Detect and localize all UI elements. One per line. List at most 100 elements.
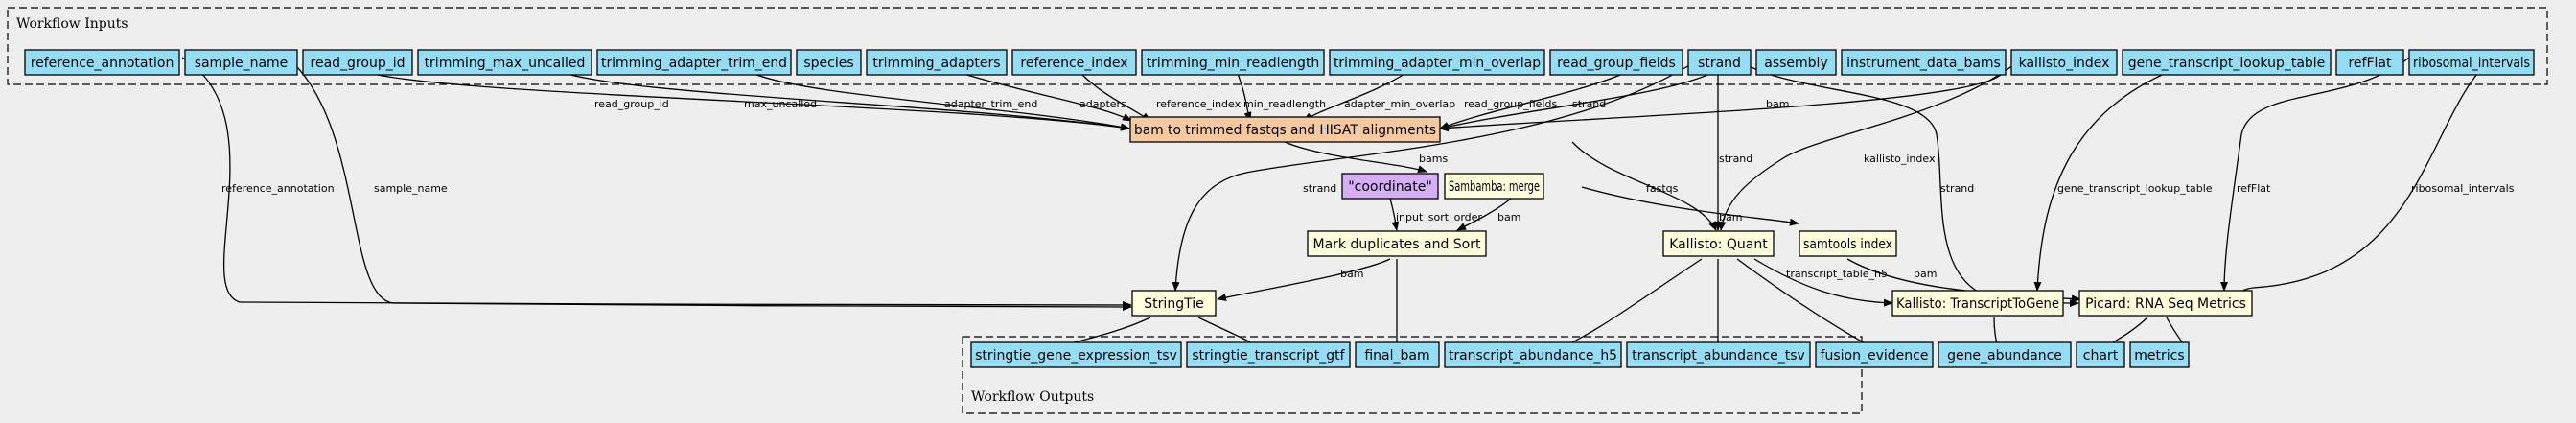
node-label: trimming_adapter_trim_end	[601, 56, 787, 71]
node-box	[1129, 116, 1441, 143]
edge-label-min-readlength: min_readlength	[1243, 98, 1326, 110]
node-label: metrics	[2134, 348, 2184, 364]
edge-label-layer: read_group_id max_uncalled adapter_trim_…	[221, 98, 2515, 280]
node-stringtie-transcript-gtf[interactable]: stringtie_transcript_gtf	[1186, 341, 1351, 368]
edge-bam-trim	[1439, 70, 2005, 132]
edge-strand-trim	[1439, 70, 1717, 130]
workflow-outputs-title: Workflow Outputs	[971, 389, 1094, 405]
node-box	[970, 341, 1182, 368]
node-trimming-adapter-trim-end[interactable]: trimming_adapter_trim_end	[596, 49, 792, 76]
node-label: stringtie_gene_expression_tsv	[975, 348, 1177, 364]
node-label: refFlat	[2348, 56, 2392, 71]
node-box	[2122, 49, 2332, 76]
node-reference-index[interactable]: reference_index	[1011, 49, 1137, 76]
node-label: trimming_adapter_min_overlap	[1334, 56, 1541, 71]
node-transcript-abundance-h5[interactable]: transcript_abundance_h5	[1444, 341, 1622, 368]
node-picard[interactable]: Picard: RNA Seq Metrics	[2078, 290, 2253, 317]
node-samtools-index[interactable]: samtools index	[1799, 230, 1897, 257]
edge-bams	[1284, 141, 1427, 174]
node-box	[1891, 290, 2064, 317]
edge-sample-name	[287, 57, 1132, 311]
node-label: Kallisto: TranscriptToGene	[1896, 296, 2059, 312]
node-box	[1141, 49, 1325, 76]
edge-label-read-group-id: read_group_id	[594, 98, 669, 110]
edge-label-bam-merge: bam	[1497, 211, 1520, 223]
node-transcript-abundance-tsv[interactable]: transcript_abundance_tsv	[1626, 341, 1811, 368]
node-fusion-evidence[interactable]: fusion_evidence	[1815, 341, 1934, 368]
edge-read-group-id	[361, 70, 1130, 131]
node-final-bam[interactable]: final_bam	[1355, 341, 1440, 368]
edge-adapter-trim-end	[747, 70, 1130, 131]
node-chart[interactable]: chart	[2076, 341, 2125, 368]
node-assembly[interactable]: assembly	[1755, 49, 1837, 76]
node-gene-abundance[interactable]: gene_abundance	[1938, 341, 2072, 368]
edge-label-bam-stringtie: bam	[1340, 268, 1363, 280]
node-label: final_bam	[1364, 348, 1429, 364]
node-label: sample_name	[195, 56, 289, 71]
node-box	[1687, 49, 1752, 76]
edge-label-bam-samtools: bam	[1719, 211, 1742, 223]
node-transcript-to-gene[interactable]: Kallisto: TranscriptToGene	[1891, 290, 2064, 317]
edge-label-strand-stringtie: strand	[1303, 182, 1336, 195]
node-box	[1444, 173, 1544, 200]
node-read-group-id[interactable]: read_group_id	[302, 49, 413, 76]
node-label: samtools index	[1803, 237, 1892, 252]
node-box	[1799, 230, 1897, 257]
node-sample-name[interactable]: sample_name	[184, 49, 298, 76]
node-label: StringTie	[1144, 296, 1203, 312]
node-label: gene_transcript_lookup_table	[2128, 56, 2326, 71]
node-label: stringtie_transcript_gtf	[1192, 348, 1345, 364]
edge-gene-transcript-lookup	[2033, 57, 2211, 292]
node-instrument-data-bams[interactable]: instrument_data_bams	[1841, 49, 2007, 76]
node-box	[1755, 49, 1837, 76]
edge-label-strand-trim: strand	[1572, 98, 1606, 110]
node-stringtie[interactable]: StringTie	[1131, 290, 1217, 317]
node-label: reference_annotation	[31, 56, 174, 71]
node-trimming-adapters[interactable]: trimming_adapters	[866, 49, 1008, 76]
node-mark-duplicates[interactable]: Mark duplicates and Sort	[1307, 230, 1487, 257]
edge-input-sort-order	[1389, 198, 1400, 231]
node-metrics[interactable]: metrics	[2129, 341, 2190, 368]
edge-min-readlength	[1236, 70, 1252, 122]
edge-label-kallisto-index: kallisto_index	[1864, 153, 1936, 165]
edge-label-adapters: adapters	[1079, 98, 1126, 110]
node-coordinate[interactable]: "coordinate"	[1341, 173, 1439, 200]
node-layer: reference_annotation sample_name read_grou…	[24, 49, 2535, 368]
node-box	[1307, 230, 1487, 257]
node-reference-annotation[interactable]: reference_annotation	[24, 49, 180, 76]
node-box	[1662, 230, 1775, 257]
node-species[interactable]: species	[796, 49, 862, 76]
edge-label-bams: bams	[1419, 153, 1448, 165]
node-read-group-fields[interactable]: read_group_fields	[1549, 49, 1683, 76]
node-sambamba-merge[interactable]: Sambamba: merge	[1444, 173, 1544, 200]
node-box	[302, 49, 413, 76]
node-label: chart	[2083, 348, 2119, 364]
edge-label-bam-picard: bam	[1914, 268, 1937, 280]
edge-label-adapter-min-overlap: adapter_min_overlap	[1344, 98, 1455, 110]
node-label: Kallisto: Quant	[1669, 237, 1768, 252]
edge-label-input-sort-order: input_sort_order	[1396, 211, 1482, 223]
edge-reference-annotation	[181, 57, 1132, 309]
node-kallisto-index[interactable]: kallisto_index	[2010, 49, 2118, 76]
edge-adapters	[953, 70, 1132, 122]
edge-label-reference-annotation: reference_annotation	[221, 182, 335, 195]
edge-max-uncalled	[557, 70, 1130, 131]
node-label: assembly	[1764, 56, 1827, 71]
node-bam-to-trimmed[interactable]: bam to trimmed fastqs and HISAT alignmen…	[1129, 116, 1441, 143]
node-trimming-adapter-min-overlap[interactable]: trimming_adapter_min_overlap	[1329, 49, 1545, 76]
edge-label-bam-trim: bam	[1766, 98, 1789, 110]
edge-label-adapter-trim-end: adapter_trim_end	[944, 98, 1037, 110]
node-label: trimming_min_readlength	[1147, 56, 1320, 71]
node-refFlat[interactable]: refFlat	[2335, 49, 2404, 76]
node-kallisto-quant[interactable]: Kallisto: Quant	[1662, 230, 1775, 257]
node-trimming-max-uncalled[interactable]: trimming_max_uncalled	[417, 49, 592, 76]
node-stringtie-gene-expression-tsv[interactable]: stringtie_gene_expression_tsv	[970, 341, 1182, 368]
node-trimming-min-readlength[interactable]: trimming_min_readlength	[1141, 49, 1325, 76]
node-box	[1186, 341, 1351, 368]
node-ribosomal-intervals[interactable]: ribosomal_intervals	[2408, 49, 2535, 76]
node-box	[184, 49, 298, 76]
node-gene-transcript-lookup-table[interactable]: gene_transcript_lookup_table	[2122, 49, 2332, 76]
node-strand[interactable]: strand	[1687, 49, 1752, 76]
node-box	[1444, 341, 1622, 368]
